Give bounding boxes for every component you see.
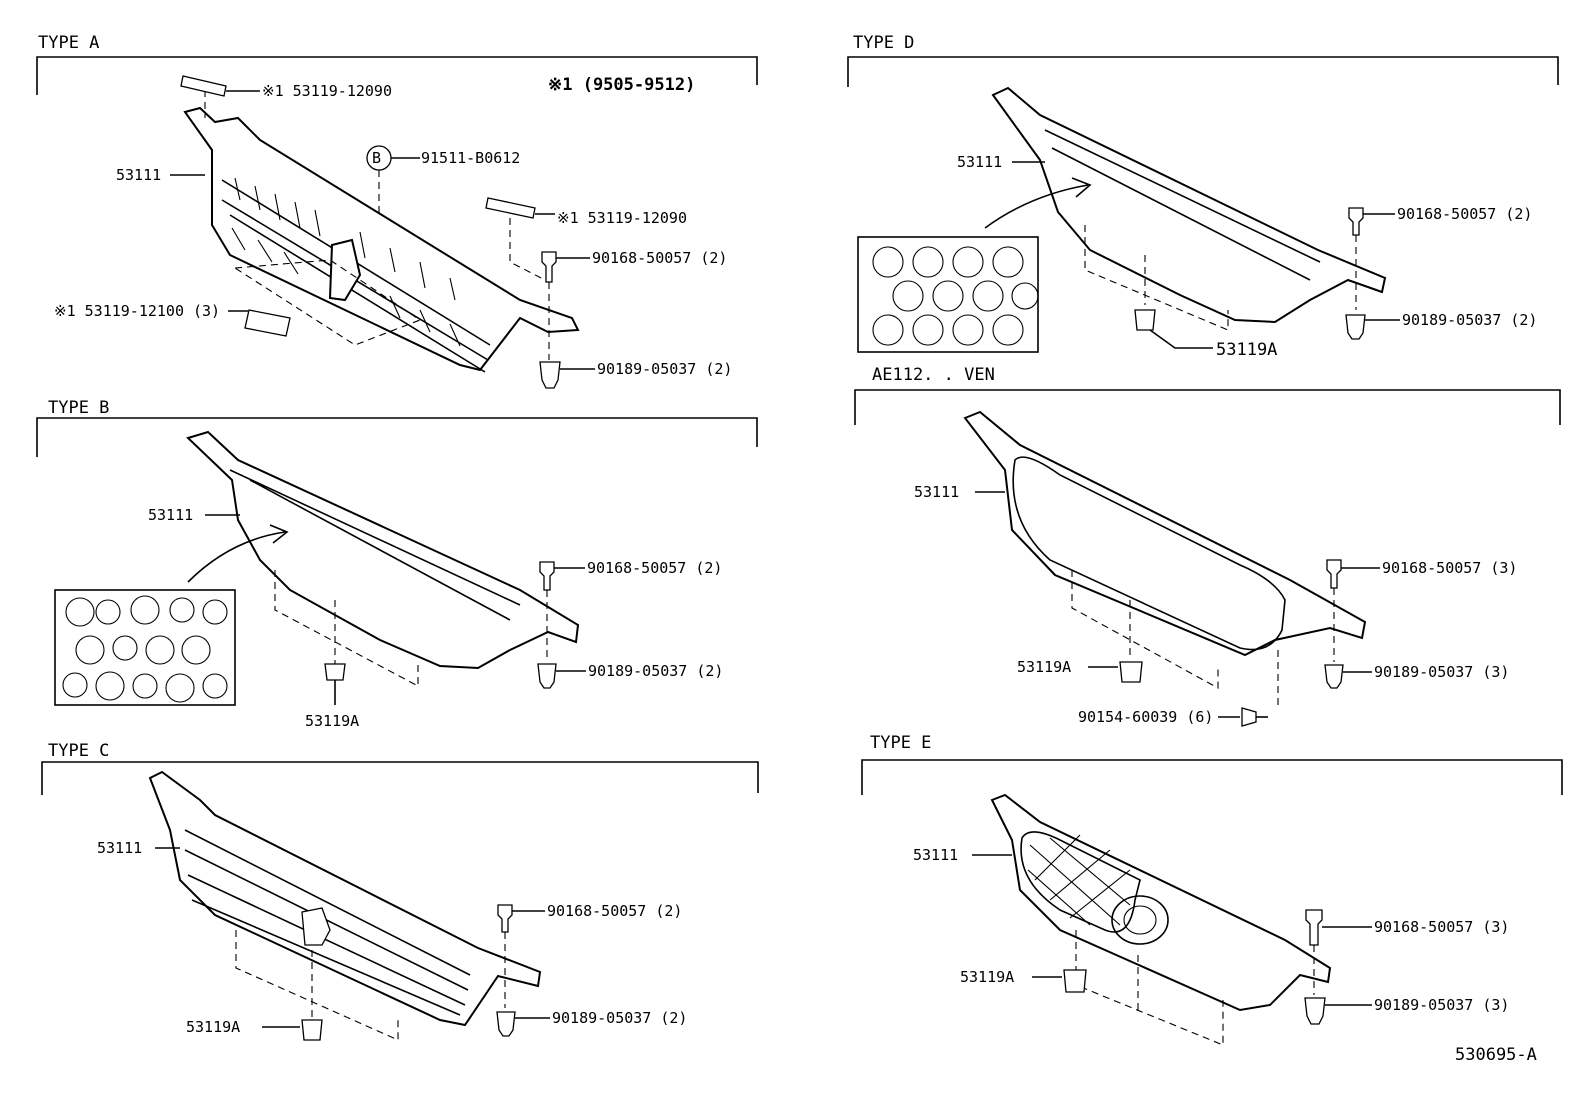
label-ae-grille: 53111	[914, 483, 959, 501]
hole-pattern-b	[54, 589, 236, 706]
label-a-grille: 53111	[116, 166, 161, 184]
screw-a	[541, 251, 557, 283]
hole-pattern-d	[857, 236, 1039, 353]
section-title-type-d: TYPE D	[853, 33, 914, 53]
nut-a	[539, 361, 561, 389]
label-a-emblem-right: ※1 53119-12090	[557, 209, 687, 227]
label-e-clip: 53119A	[960, 968, 1014, 986]
emblem-top-a	[180, 75, 227, 97]
section-type-a: TYPE A ※1 (9505-9512) ※1 53119-12090 531…	[36, 33, 758, 389]
grille-type-d	[991, 86, 1387, 331]
figure-id: 530695-A	[1455, 1045, 1537, 1065]
label-ae-screw: 90168-50057 (3)	[1382, 559, 1517, 577]
screw-b	[539, 561, 555, 591]
section-type-c: TYPE C 53111 90168-50057 (2) 90189-05037…	[41, 741, 759, 1041]
nut-e	[1304, 997, 1326, 1025]
label-b-clip: 53119A	[305, 712, 359, 730]
grille-ae112	[963, 410, 1367, 710]
screw-c	[497, 904, 513, 933]
label-e-nut: 90189-05037 (3)	[1374, 996, 1509, 1014]
label-b-nut: 90189-05037 (2)	[588, 662, 723, 680]
label-b-screw: 90168-50057 (2)	[587, 559, 722, 577]
label-c-nut: 90189-05037 (2)	[552, 1009, 687, 1027]
label-a-emblem-top: ※1 53119-12090	[262, 82, 392, 100]
label-ae-nut: 90189-05037 (3)	[1374, 663, 1509, 681]
label-c-screw: 90168-50057 (2)	[547, 902, 682, 920]
label-a-b-symbol: B	[372, 149, 381, 167]
label-c-grille: 53111	[97, 839, 142, 857]
nut-b	[537, 663, 557, 689]
grille-type-e	[990, 793, 1332, 1046]
clip-ae	[1119, 661, 1143, 683]
emblem-right-a	[485, 197, 536, 219]
label-e-screw: 90168-50057 (3)	[1374, 918, 1509, 936]
nut-d	[1345, 314, 1366, 340]
screw-e	[1305, 909, 1323, 946]
section-title-type-c: TYPE C	[48, 741, 109, 761]
section-title-type-b: TYPE B	[48, 398, 109, 418]
label-d-nut: 90189-05037 (2)	[1402, 311, 1537, 329]
emblem-left-a	[244, 309, 291, 337]
nut-c	[496, 1011, 516, 1037]
label-a-screw: 90168-50057 (2)	[592, 249, 727, 267]
section-title-type-a: TYPE A	[38, 33, 99, 53]
section-type-b: TYPE B 53111 90168-50057 (2) 90189-05037…	[36, 398, 758, 730]
clip-e	[1063, 969, 1087, 993]
label-c-clip: 53119A	[186, 1018, 240, 1036]
screw-ae	[1326, 559, 1342, 589]
label-d-screw: 90168-50057 (2)	[1397, 205, 1532, 223]
label-b-grille: 53111	[148, 506, 193, 524]
clip-c	[301, 1019, 323, 1041]
label-a-nut: 90189-05037 (2)	[597, 360, 732, 378]
grille-type-c	[148, 770, 542, 1041]
screw-d	[1348, 207, 1364, 236]
label-ae-clip: 53119A	[1017, 658, 1071, 676]
section-ae112-ven: AE112. . VEN 53111 90168-50057 (3) 90189…	[854, 365, 1561, 727]
section-title-type-e: TYPE E	[870, 733, 931, 753]
label-a-bolt-b: 91511-B0612	[421, 149, 520, 167]
clip-b	[324, 663, 346, 681]
section-type-d: TYPE D 53111 90168-50057 (2) 90189-05037…	[847, 33, 1559, 360]
label-e-grille: 53111	[913, 846, 958, 864]
label-d-clip: 53119A	[1216, 340, 1277, 360]
section-type-e: TYPE E 53111 90168-50057 (3) 90189-05037…	[861, 733, 1563, 1046]
clip-d	[1134, 309, 1156, 331]
grille-type-a	[183, 90, 580, 373]
grille-type-b	[186, 430, 580, 687]
section-title-ae112-ven: AE112. . VEN	[872, 365, 995, 385]
bolt-ae	[1241, 707, 1257, 727]
model-year-note: ※1 (9505-9512)	[548, 75, 695, 95]
label-ae-bolt: 90154-60039 (6)	[1078, 708, 1213, 726]
label-d-grille: 53111	[957, 153, 1002, 171]
nut-ae	[1324, 664, 1344, 689]
label-a-emblem-left: ※1 53119-12100 (3)	[54, 302, 220, 320]
